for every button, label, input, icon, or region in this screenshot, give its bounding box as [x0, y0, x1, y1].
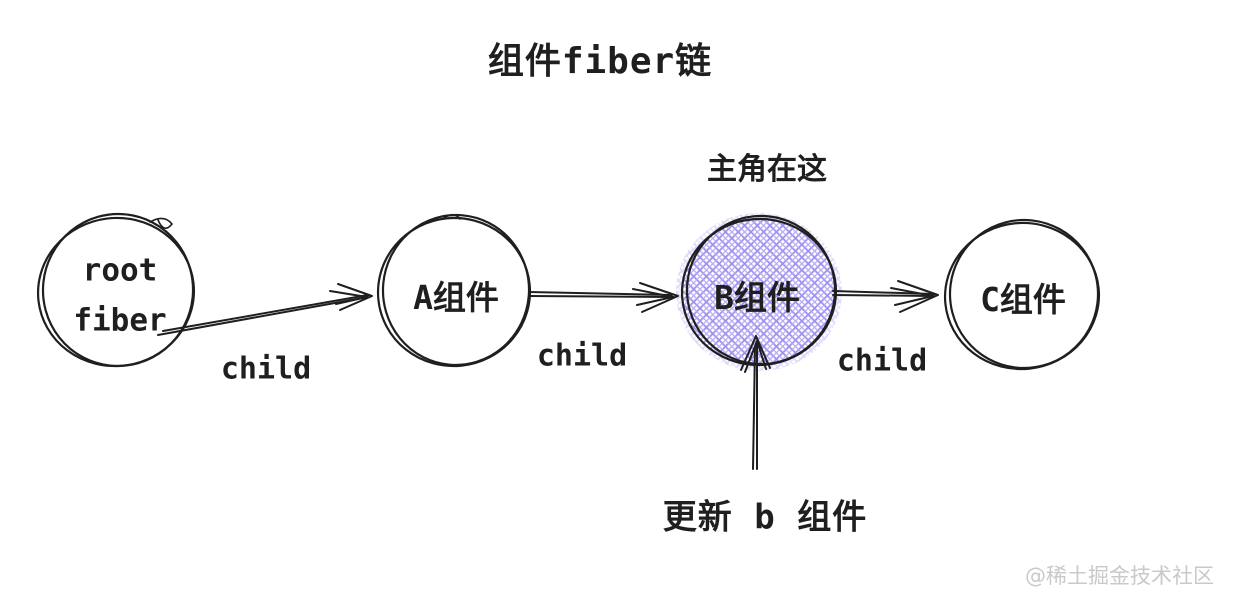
watermark: @稀土掘金技术社区 — [1025, 564, 1214, 588]
annotation-update: 更新 b 组件 — [662, 497, 868, 538]
edge-label-child-1: child — [220, 351, 312, 387]
c-component-circle — [943, 218, 1101, 371]
child-arrow-root-to-a — [157, 283, 373, 336]
update-arrow — [740, 335, 771, 470]
node-b-label: B组件 — [714, 278, 800, 317]
edge-label-child-3: child — [836, 343, 928, 379]
child-arrow-b-to-c — [832, 280, 939, 313]
node-root-fiber-label: root fiber — [73, 246, 166, 345]
root-fiber-circle — [36, 212, 196, 368]
node-root-fiber-label-line2: fiber — [73, 302, 167, 338]
diagram-title: 组件fiber链 — [487, 41, 713, 82]
annotation-protagonist: 主角在这 — [707, 152, 827, 187]
node-a-label: A组件 — [413, 278, 499, 317]
b-highlight-hatch — [676, 212, 842, 372]
node-root-fiber-label-line1: root — [82, 252, 158, 289]
edge-label-child-2: child — [536, 338, 628, 374]
node-c-label: C组件 — [980, 280, 1066, 319]
child-arrow-a-to-b — [528, 282, 679, 313]
